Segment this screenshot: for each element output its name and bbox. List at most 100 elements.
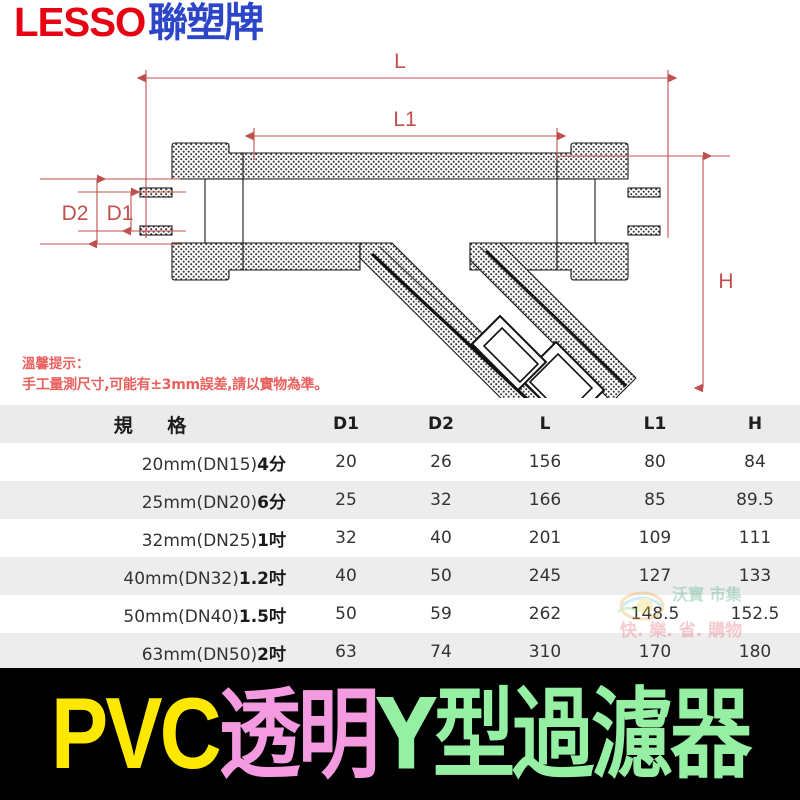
column-header-l: L xyxy=(539,414,551,434)
cell-spec-size: 50mm(DN40) xyxy=(123,606,239,627)
y-leg-screen-inner xyxy=(379,246,621,398)
cell-d1: 63 xyxy=(335,642,357,662)
table-row: 25mm(DN20)6分 25 32 166 85 89.5 xyxy=(0,481,800,519)
table-row: 40mm(DN32)1.2吋 40 50 245 127 133 xyxy=(0,557,800,595)
cell-l1: 80 xyxy=(644,452,666,472)
measurement-note: 溫馨提示： 手工量測尺寸,可能有±3mm誤差,請以實物為準。 xyxy=(22,354,328,397)
banner-text-ytype-strainer: Y型過濾器 xyxy=(376,678,752,793)
cell-spec: 25mm(DN20)6分 xyxy=(0,481,300,519)
cell-h: 89.5 xyxy=(736,490,774,510)
dimension-label-D1: D1 xyxy=(107,202,134,225)
cell-h: 84 xyxy=(744,452,766,472)
cell-spec: 63mm(DN50)2吋 xyxy=(0,633,300,671)
cell-h: 111 xyxy=(738,528,772,548)
cell-spec-inch: 6分 xyxy=(257,492,286,513)
column-header-d1: D1 xyxy=(333,414,359,434)
dimension-D2 xyxy=(40,174,180,249)
brand-cjk-text: 聯塑牌 xyxy=(147,0,264,46)
cell-d1: 25 xyxy=(335,490,357,510)
cell-spec-inch: 2吋 xyxy=(257,644,286,665)
banner-text: PVC透明Y型過濾器 xyxy=(51,683,752,784)
cell-d2: 74 xyxy=(430,642,452,662)
technical-drawing: L L1 D2 D1 H xyxy=(40,50,734,398)
cell-l: 201 xyxy=(528,528,562,548)
cell-spec: 32mm(DN25)1吋 xyxy=(0,519,300,557)
column-header-d2: D2 xyxy=(428,414,454,434)
cell-d1: 50 xyxy=(335,604,357,624)
column-header-spec: 規 格 xyxy=(113,414,201,437)
y-leg-drain-cap xyxy=(470,314,606,398)
dimension-L1 xyxy=(244,128,567,160)
cell-l: 166 xyxy=(528,490,562,510)
cell-h: 133 xyxy=(738,566,772,586)
cell-spec-size: 20mm(DN15) xyxy=(141,454,258,475)
note-line-1: 溫馨提示： xyxy=(22,356,90,372)
cell-spec-inch: 4分 xyxy=(257,454,286,475)
cell-l: 310 xyxy=(528,642,562,662)
left-socket-lower xyxy=(171,242,244,281)
dimension-L xyxy=(136,70,678,238)
cell-d1: 40 xyxy=(335,566,357,586)
cell-h: 152.5 xyxy=(730,604,780,624)
valve-body-section xyxy=(139,142,661,398)
left-socket-bore xyxy=(204,178,244,244)
cell-l: 262 xyxy=(528,604,562,624)
cell-spec-inch: 1.5吋 xyxy=(238,606,286,627)
y-leg-screen xyxy=(370,249,628,398)
cell-spec-size: 40mm(DN32) xyxy=(123,568,239,589)
table-row: 63mm(DN50)2吋 63 74 310 170 180 xyxy=(0,633,800,671)
table-row: 32mm(DN25)1吋 32 40 201 109 111 xyxy=(0,519,800,557)
dimension-H xyxy=(560,151,730,393)
cell-spec-size: 63mm(DN50) xyxy=(141,644,258,665)
y-leg-upper-wall xyxy=(469,242,637,398)
right-socket-upper xyxy=(556,142,629,180)
banner-text-pvc: PVC xyxy=(50,677,222,791)
cell-d1: 20 xyxy=(335,452,357,472)
cell-spec-size: 25mm(DN20) xyxy=(141,492,258,513)
cell-d2: 59 xyxy=(430,604,452,624)
cell-l1: 170 xyxy=(638,642,672,662)
right-pipe-stub-lower-wall xyxy=(627,225,661,236)
note-line-2: 手工量測尺寸,可能有±3mm誤差,請以實物為準。 xyxy=(22,376,329,393)
y-leg-drain-cap-ribs xyxy=(482,326,594,398)
cell-l: 156 xyxy=(528,452,562,472)
cell-spec-inch: 1.2吋 xyxy=(238,568,286,589)
dimension-label-H: H xyxy=(718,270,733,293)
dimension-label-L: L xyxy=(394,50,406,73)
column-header-l1: L1 xyxy=(643,414,667,434)
cell-l1: 109 xyxy=(638,528,672,548)
right-socket-bore xyxy=(556,178,596,244)
right-pipe-stub-upper-wall xyxy=(627,187,661,198)
cell-spec: 40mm(DN32)1.2吋 xyxy=(0,557,300,595)
cell-l1: 148.5 xyxy=(630,604,680,624)
right-socket-lower xyxy=(556,242,629,281)
product-title-banner: PVC透明Y型過濾器 xyxy=(0,668,800,800)
dimension-label-L1: L1 xyxy=(393,108,416,131)
cell-d2: 50 xyxy=(430,566,452,586)
body-top-wall xyxy=(242,152,558,180)
dimension-label-D2: D2 xyxy=(62,202,89,225)
body-bottom-wall-left xyxy=(242,242,361,271)
cell-d2: 32 xyxy=(430,490,452,510)
dimension-D1 xyxy=(78,187,186,236)
table-row: 50mm(DN40)1.5吋 50 59 262 148.5 152.5 xyxy=(0,595,800,633)
cell-l1: 85 xyxy=(644,490,666,510)
brand-logo: LESSO聯塑牌 xyxy=(14,0,264,46)
cell-spec-size: 32mm(DN25) xyxy=(141,530,258,551)
banner-text-transparent: 透明 xyxy=(218,678,380,793)
cell-spec: 50mm(DN40)1.5吋 xyxy=(0,595,300,633)
brand-latin-text: LESSO xyxy=(14,0,146,45)
left-socket-upper xyxy=(171,142,244,180)
table-header-row: 規 格 D1 D2 L L1 H xyxy=(0,405,800,443)
column-header-h: H xyxy=(747,414,763,434)
cell-d1: 32 xyxy=(335,528,357,548)
cell-l: 245 xyxy=(528,566,562,586)
cell-h: 180 xyxy=(738,642,772,662)
cell-l1: 127 xyxy=(638,566,672,586)
cell-spec: 20mm(DN15)4分 xyxy=(0,443,300,481)
cell-d2: 40 xyxy=(430,528,452,548)
cell-spec-inch: 1吋 xyxy=(257,530,286,551)
